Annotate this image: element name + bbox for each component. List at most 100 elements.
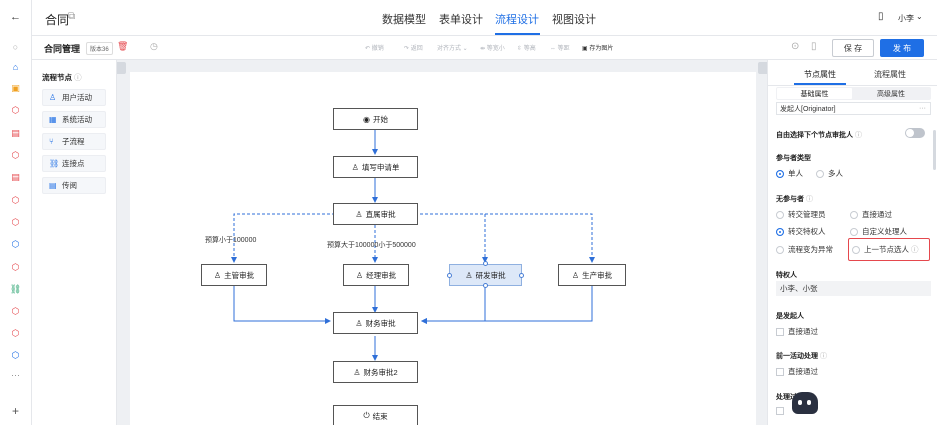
app-icon-10[interactable]: ⬡ — [11, 350, 20, 360]
radio-to-admin[interactable]: 转交管理员 — [776, 209, 826, 220]
add-icon[interactable]: + — [11, 403, 19, 418]
no-participant-label: 无参与者 ⓘ — [776, 194, 813, 204]
undo-button[interactable]: ↶ 撤销 — [365, 46, 384, 52]
nodes-panel: 流程节点 ⓘ ♙用户活动 ▦系统活动 ⑂子流程 ⛓连接点 ▤传阅 — [32, 60, 117, 425]
back-arrow-icon[interactable]: ← — [10, 10, 21, 23]
checkbox-originator-direct-pass-label: 直接通过 — [788, 327, 818, 336]
tab-node-properties[interactable]: 节点属性 — [804, 70, 836, 79]
equal-spacing-button[interactable]: ⇔ 等距 — [550, 46, 570, 52]
user-icon: ♙ — [353, 367, 361, 377]
flow-node-manager-approval[interactable]: ♙主管审批 — [201, 264, 267, 286]
help-icon[interactable]: ⓘ — [805, 196, 813, 203]
checkbox-prev-direct-pass[interactable]: 直接通过 — [776, 366, 818, 377]
radio-to-privileged[interactable]: 转交特权人 — [776, 226, 826, 237]
save-button[interactable]: 保 存 — [832, 39, 874, 57]
app-icon-3[interactable]: ⬡ — [11, 150, 20, 160]
privileged-field[interactable]: 小李、小张 — [776, 281, 931, 296]
publish-button[interactable]: 发 布 — [880, 39, 924, 57]
flow-node-jingli-approval[interactable]: ♙经理审批 — [343, 264, 409, 286]
delete-icon[interactable]: 🗑 — [117, 41, 129, 51]
chevron-down-icon[interactable]: ⌄ — [916, 12, 923, 21]
radio-single[interactable]: 单人 — [776, 168, 803, 179]
flow-node-finance-approval[interactable]: ♙财务审批 — [333, 312, 418, 334]
tab-form-design[interactable]: 表单设计 — [439, 14, 483, 26]
originator-field[interactable]: 发起人[Originator]··· — [776, 102, 931, 115]
resize-handle-right[interactable] — [519, 273, 524, 278]
flow-canvas[interactable]: ◉开始 ♙填写申请单 ♙直属审批 预算小于100000 预算大于100000小于… — [130, 72, 756, 425]
flow-node-finance-approval-2[interactable]: ♙财务审批2 — [333, 361, 418, 383]
right-collapse-handle[interactable] — [758, 62, 767, 74]
flow-node-start[interactable]: ◉开始 — [333, 108, 418, 130]
equal-height-button[interactable]: ⇳ 等高 — [517, 46, 536, 52]
flow-node-end[interactable]: ⏻结束 — [333, 405, 418, 425]
left-collapse-handle[interactable] — [117, 62, 126, 74]
version-badge[interactable]: 版本36 — [86, 42, 113, 55]
flow-node-direct-approval[interactable]: ♙直属审批 — [333, 203, 418, 225]
app-icon-5[interactable]: ⬡ — [11, 217, 20, 227]
flow-node-production-approval[interactable]: ♙生产审批 — [558, 264, 626, 286]
tab-view-design[interactable]: 视图设计 — [552, 14, 596, 26]
resize-handle-top[interactable] — [483, 261, 488, 266]
resize-handle-left[interactable] — [447, 273, 452, 278]
app-icon-7[interactable]: ⬡ — [11, 262, 20, 272]
doc-icon[interactable]: ▯ — [878, 11, 884, 22]
subtab-basic[interactable]: 基础属性 — [777, 88, 852, 99]
radio-custom-handler[interactable]: 自定义处理人 — [850, 226, 907, 237]
app-icon-9[interactable]: ⬡ — [11, 328, 20, 338]
toolbar: 合同管理 版本36 🗑 ◷ ↶ 撤销 ↷ 返回 对齐方式 ⌄ ⇹ 等宽小 ⇳ 等… — [32, 36, 937, 60]
help-icon[interactable]: ⓘ — [854, 132, 862, 139]
more-icon[interactable]: ··· — [11, 369, 20, 380]
condition-label-2[interactable]: 预算大于100000小于500000 — [327, 242, 416, 249]
assistant-bot-icon[interactable] — [792, 392, 818, 414]
radio-multi[interactable]: 多人 — [816, 168, 843, 179]
props-scrollbar[interactable] — [933, 130, 936, 170]
node-subflow[interactable]: ⑂子流程 — [42, 133, 106, 150]
auto-select-toggle[interactable] — [905, 128, 925, 138]
subtab-advanced[interactable]: 高级属性 — [877, 90, 905, 98]
app-icon-4[interactable]: ⬡ — [11, 195, 20, 205]
edit-title-icon[interactable]: ⧉ — [68, 11, 76, 22]
user-icon: ♙ — [351, 162, 359, 172]
user-icon: ♙ — [465, 270, 473, 280]
user-icon: ♙ — [49, 93, 57, 102]
help-icon[interactable]: ⓘ — [74, 73, 82, 82]
save-image-button[interactable]: ▣ 存为图片 — [582, 46, 614, 52]
app-icon-8[interactable]: ⬡ — [11, 306, 20, 316]
flow-node-fill-form[interactable]: ♙填写申请单 — [333, 156, 418, 178]
clipboard-icon[interactable]: ▯ — [811, 41, 817, 52]
checkbox-originator-direct-pass[interactable]: 直接通过 — [776, 326, 818, 337]
participant-type-label: 参与者类型 — [776, 155, 811, 162]
checkbox-handler[interactable] — [776, 407, 788, 415]
condition-label-1[interactable]: 预算小于100000 — [205, 237, 257, 244]
flow-node-production-approval-label: 生产审批 — [582, 270, 613, 280]
redo-button[interactable]: ↷ 返回 — [404, 46, 423, 52]
equal-width-button[interactable]: ⇹ 等宽小 — [480, 46, 505, 52]
home-icon[interactable]: ⌂ — [12, 61, 19, 72]
search-icon[interactable]: ○ — [12, 41, 19, 52]
app-icon-2[interactable]: ⬡ — [11, 105, 20, 115]
tab-flow-properties[interactable]: 流程属性 — [874, 70, 906, 79]
doc-icon-1[interactable]: ▤ — [11, 128, 20, 138]
node-circulate[interactable]: ▤传阅 — [42, 177, 106, 194]
help-icon[interactable]: ⓘ — [819, 353, 827, 360]
node-system-activity[interactable]: ▦系统活动 — [42, 111, 106, 128]
doc-icon-2[interactable]: ▤ — [11, 172, 20, 182]
node-link[interactable]: ⛓连接点 — [42, 155, 106, 172]
app-icon-1[interactable]: ▣ — [11, 83, 20, 93]
help-icon[interactable]: ⓘ — [911, 245, 919, 254]
subflow-icon: ⑂ — [49, 137, 54, 146]
app-icon-6[interactable]: ⬡ — [11, 239, 20, 249]
radio-prev-node-select[interactable]: 上一节点选人 ⓘ — [852, 244, 919, 255]
history-icon[interactable]: ◷ — [150, 41, 158, 51]
tab-data-model[interactable]: 数据模型 — [382, 14, 426, 26]
more-icon[interactable]: ··· — [919, 105, 926, 112]
user-name[interactable]: 小李 — [898, 14, 914, 23]
radio-flow-exception[interactable]: 流程变为异常 — [776, 244, 833, 255]
play-icon[interactable]: ⊙ — [791, 41, 800, 52]
resize-handle-bottom[interactable] — [483, 283, 488, 288]
node-user-activity[interactable]: ♙用户活动 — [42, 89, 106, 106]
link-app-icon[interactable]: ⛓ — [9, 284, 22, 294]
align-dropdown[interactable]: 对齐方式 ⌄ — [437, 46, 468, 52]
tab-flow-design[interactable]: 流程设计 — [495, 14, 539, 26]
radio-direct-pass[interactable]: 直接通过 — [850, 209, 892, 220]
